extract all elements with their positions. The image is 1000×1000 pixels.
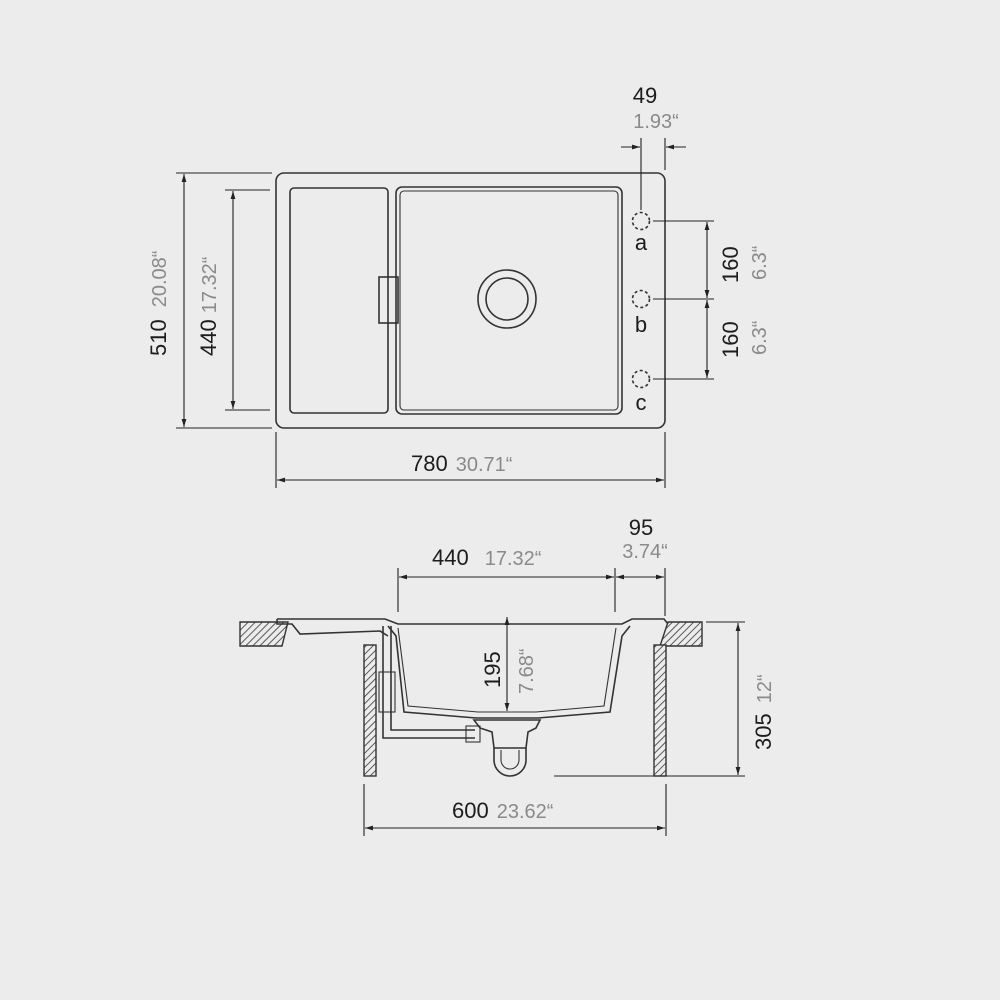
top-view: a b c 51020.08“ 44017.32“	[146, 83, 771, 488]
bowl-outer	[395, 186, 623, 415]
sink-profile-top	[277, 618, 669, 625]
dim-section-rim-inch: 3.74“	[622, 541, 668, 563]
drain-connector	[465, 725, 481, 743]
dim-section-bowl-height: 195 7.68“	[480, 617, 538, 711]
dim-tap-spacing-bc-inch: 6.3“	[749, 321, 771, 355]
sink-outline	[275, 172, 666, 429]
tap-hole-b-label: b	[635, 312, 647, 337]
drain-body	[472, 719, 542, 749]
dim-bowl-depth: 44017.32“	[196, 189, 270, 411]
dim-section-bowl-height-inch: 7.68“	[516, 648, 538, 694]
dim-section-cabinet-height: 30512“	[706, 621, 776, 775]
dim-tap-spacing-bc-mm: 160	[718, 321, 743, 358]
drainer-profile	[276, 619, 389, 637]
cabinet-wall-left	[363, 644, 377, 777]
trap-bend-inner	[500, 750, 520, 770]
tap-hole-b-icon	[631, 289, 651, 309]
dim-tap-offset-mm: 49	[633, 83, 657, 108]
bowl-inner	[399, 190, 619, 411]
dim-tap-spacing: 160 6.3“ 160 6.3“	[653, 220, 771, 380]
tap-holes: a b c	[631, 211, 651, 415]
overflow-pipe	[382, 626, 475, 739]
countertop-right	[659, 621, 703, 647]
dim-tap-spacing-ab-inch: 6.3“	[749, 246, 771, 280]
tap-hole-c-label: c	[636, 390, 647, 415]
tap-hole-a-icon	[631, 211, 651, 231]
dim-tap-spacing-ab-mm: 160	[718, 246, 743, 283]
trap-bend	[493, 748, 527, 777]
dim-section-bowl-height-mm: 195	[480, 651, 505, 688]
dim-section-cabinet-height-text: 30512“	[751, 674, 776, 750]
overflow-bracket	[378, 671, 396, 713]
dim-bowl-depth-text: 44017.32“	[196, 257, 221, 356]
dim-tap-offset-inch: 1.93“	[633, 111, 679, 133]
tap-hole-c-icon	[631, 369, 651, 389]
bowl-inner-wall	[397, 627, 617, 713]
dim-section-rim: 95 3.74“	[616, 515, 668, 616]
drain-outer	[477, 269, 537, 329]
dim-depth-text: 51020.08“	[146, 251, 171, 356]
cabinet-wall-right	[653, 644, 667, 777]
overflow-slot	[378, 276, 399, 324]
tap-hole-a-label: a	[635, 230, 648, 255]
countertop-left	[239, 621, 289, 647]
dim-depth: 51020.08“	[146, 172, 272, 429]
bowl-outer-wall	[387, 625, 631, 719]
drainer-area	[289, 187, 389, 414]
dim-section-rim-mm: 95	[629, 515, 653, 540]
dim-tap-offset: 49 1.93“	[621, 83, 686, 210]
drain-inner	[485, 277, 529, 321]
